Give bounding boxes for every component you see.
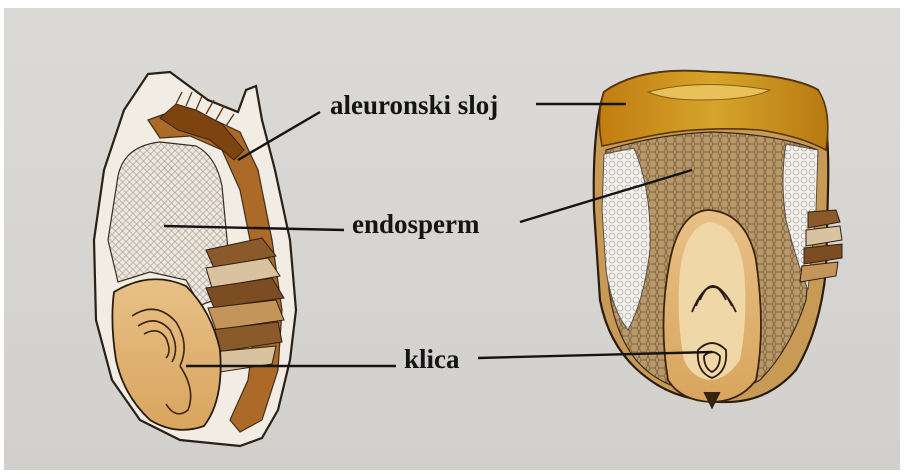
right-grain-section [594,71,842,408]
label-aleurone-layer: aleuronski sloj [330,92,498,119]
label-embryo: klica [404,346,460,373]
left-grain-section [94,72,296,446]
label-endosperm: endosperm [352,211,480,238]
